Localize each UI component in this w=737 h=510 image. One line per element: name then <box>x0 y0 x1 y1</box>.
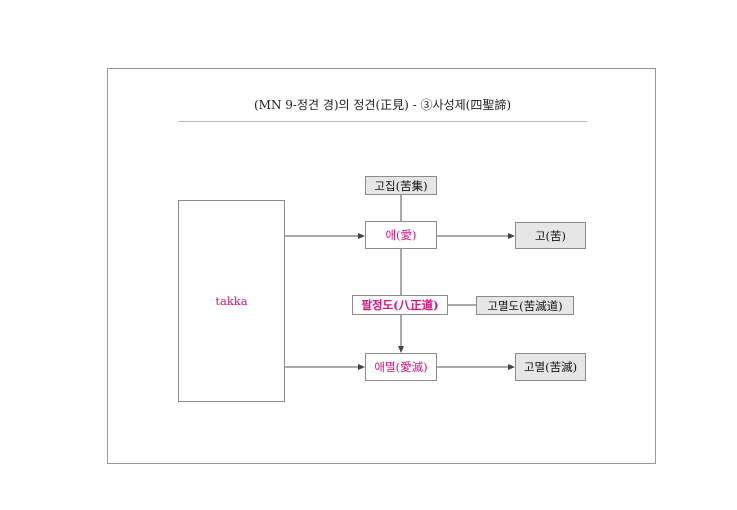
node-aemyeol-label: 애멸(愛滅) <box>374 360 428 374</box>
node-go-label: 고(苦) <box>534 228 567 243</box>
node-paljeongdo: 팔정도(八正道) <box>352 295 448 315</box>
node-gomyeol: 고멸(苦滅) <box>515 353 586 381</box>
node-takka-label: takka <box>215 294 248 308</box>
title-divider <box>178 121 587 122</box>
node-gomyeol-label: 고멸(苦滅) <box>523 360 578 374</box>
node-gomyeoldo-label: 고멸도(苦滅道) <box>487 298 563 313</box>
node-gojip-label: 고집(苦集) <box>374 178 428 193</box>
node-go: 고(苦) <box>515 222 586 249</box>
node-ae: 애(愛) <box>365 221 437 249</box>
node-gojip: 고집(苦集) <box>365 176 437 195</box>
diagram-frame <box>107 68 656 464</box>
diagram-title: (MN 9-정견 경)의 정견(正見) - ③사성제(四聖諦) <box>253 98 512 112</box>
node-gomyeoldo: 고멸도(苦滅道) <box>476 296 574 315</box>
node-paljeongdo-label: 팔정도(八正道) <box>361 298 439 312</box>
node-takka: takka <box>178 200 285 402</box>
node-ae-label: 애(愛) <box>385 228 417 242</box>
node-aemyeol: 애멸(愛滅) <box>365 353 437 381</box>
